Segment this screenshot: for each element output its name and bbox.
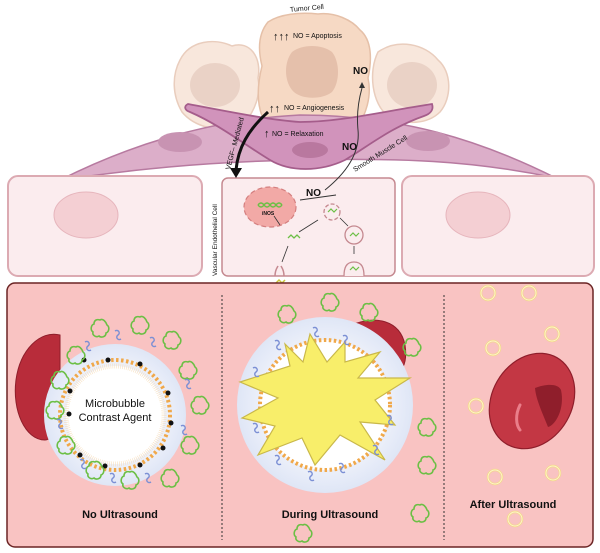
panel-during-ultrasound: During Ultrasound <box>237 292 437 543</box>
apoptosis-arrows: ↑↑↑ <box>273 31 290 43</box>
free-plasmid <box>287 234 301 239</box>
no-label-top: NO <box>353 66 368 77</box>
panel-after-ultrasound: After Ultrasound <box>467 284 576 528</box>
microbubble-shell <box>58 358 172 472</box>
vegf-arrow <box>234 110 270 171</box>
tumor-nucleus-main <box>286 46 338 98</box>
vesicle-1 <box>323 203 341 221</box>
vegf-arrowhead <box>230 168 242 178</box>
entering-plasmid <box>275 278 286 285</box>
no-label-endothelial: NO <box>306 188 321 199</box>
smooth-muscle-nucleus-center <box>292 142 328 158</box>
vesicle-2 <box>344 225 364 245</box>
cationic-charges <box>66 357 174 469</box>
smooth-muscle-layer <box>59 102 557 181</box>
rbc-dimple <box>535 384 562 427</box>
smooth-muscle-nucleus-left <box>158 132 202 152</box>
tumor-nucleus-right <box>387 62 437 108</box>
tumor-cell-label: Tumor Cell <box>290 4 325 14</box>
panel-title-during-ultrasound: During Ultrasound <box>282 509 379 521</box>
endothelial-nucleus-left <box>53 191 119 239</box>
red-blood-cell-3 <box>488 352 576 450</box>
angiogenesis-label: NO = Angiogenesis <box>284 105 345 112</box>
endothelial-nucleus-right <box>445 191 511 239</box>
smooth-muscle-cell-front <box>184 102 434 170</box>
no-label-mid: NO <box>342 142 357 153</box>
endothelial-nucleus-center <box>243 186 297 228</box>
no-arrow-up <box>324 87 363 191</box>
inos-dna-icon <box>257 202 283 208</box>
microbubble-core <box>63 363 167 467</box>
tumor-nucleus-left <box>190 63 240 107</box>
panel-title-after-ultrasound: After Ultrasound <box>470 499 557 511</box>
inos-label: iNOS <box>262 211 275 217</box>
relaxation-label: NO = Relaxation <box>272 131 324 138</box>
relaxation-arrow: ↑ <box>264 128 270 140</box>
panel-no-ultrasound: Microbubble Contrast Agent No Ultrasound <box>14 315 210 521</box>
angiogenesis-arrows: ↑↑ <box>269 103 280 115</box>
microbubble-label-1: Microbubble <box>85 398 145 410</box>
vesicle-endocytosis <box>343 261 365 277</box>
endothelial-layer <box>7 175 595 285</box>
membrane-pore <box>274 265 285 277</box>
apoptosis-label: NO = Apoptosis <box>293 33 342 40</box>
rbc-highlight <box>515 403 522 432</box>
panel-title-no-ultrasound: No Ultrasound <box>82 509 158 521</box>
vascular-endothelial-label: Vascular Endothelial Cell <box>212 204 219 276</box>
smooth-muscle-nucleus-right <box>406 131 450 151</box>
microbubble-label-2: Contrast Agent <box>79 412 152 424</box>
